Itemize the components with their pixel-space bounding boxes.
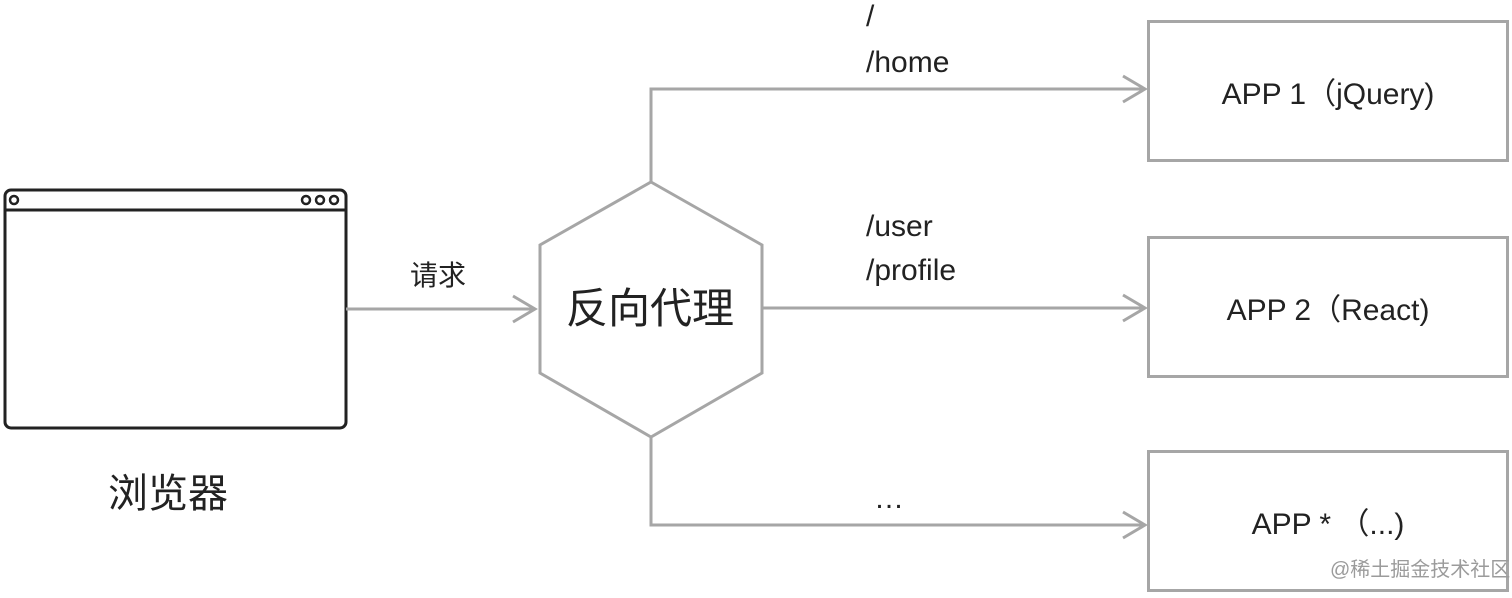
route-path-label: … [874, 482, 904, 515]
browser-dot-icon [314, 194, 326, 206]
browser-dot-left-icon [8, 194, 20, 206]
app-label: APP 2（React) [1226, 294, 1430, 327]
route-path-label: /profile [866, 254, 957, 287]
route-path-label: /home [866, 46, 950, 79]
request-label: 请求 [410, 260, 467, 291]
browser-window-icon [3, 188, 348, 430]
route-path-label: / [866, 0, 875, 33]
route-arrow-app2 [762, 293, 1148, 323]
reverse-proxy-label: 反向代理 [566, 285, 735, 332]
request-arrow [346, 294, 538, 324]
app-label: APP 1（jQuery) [1221, 78, 1435, 111]
app-box-1: APP 1（jQuery) [1147, 20, 1509, 162]
watermark: @稀土掘金技术社区 [1330, 559, 1511, 581]
browser-label: 浏览器 [108, 472, 228, 516]
browser-dot-icon [328, 194, 340, 206]
app-label: APP * （...) [1251, 508, 1405, 541]
app-box-3: APP * （...) [1147, 450, 1509, 592]
route-arrow-app-star [649, 437, 1148, 540]
route-path-label: /user [866, 210, 933, 243]
route-arrow-app1 [649, 74, 1148, 182]
app-box-2: APP 2（React) [1147, 236, 1509, 378]
browser-dot-icon [300, 194, 312, 206]
